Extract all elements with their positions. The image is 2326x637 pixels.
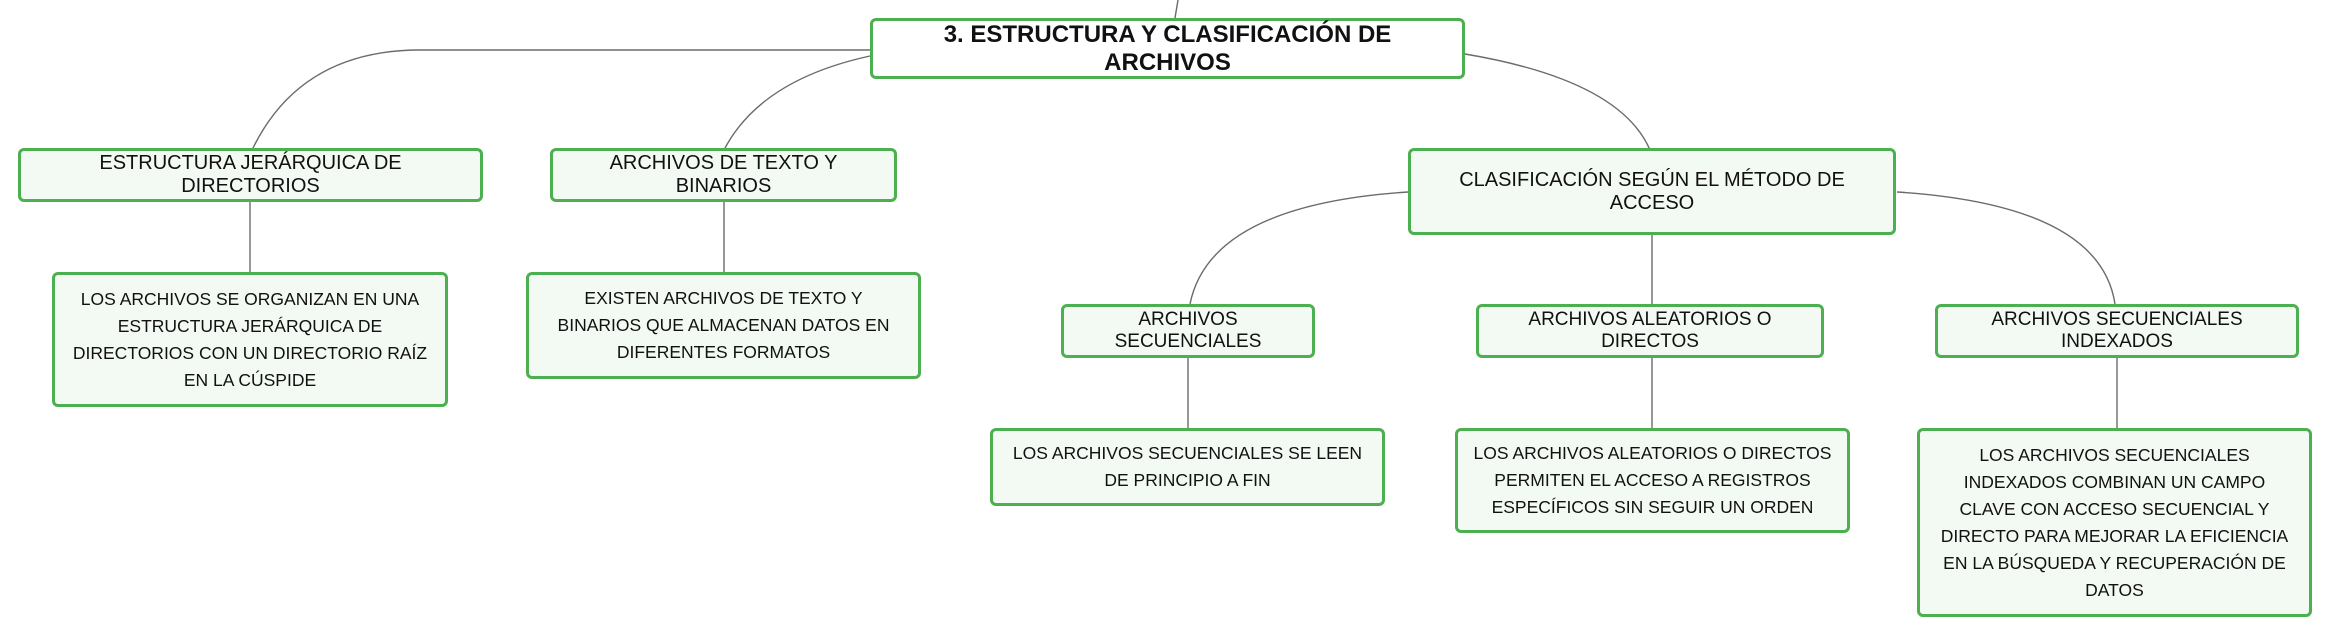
- connector-root-to-directorios: [251, 49, 870, 151]
- topic-label: ARCHIVOS SECUENCIALES: [1114, 309, 1262, 352]
- detail-text: EXISTEN ARCHIVOS DE TEXTO Y BINARIOS QUE…: [557, 288, 890, 362]
- root-topic-label: 3. ESTRUCTURA Y CLASIFICACIÓN DE ARCHIVO…: [943, 20, 1392, 76]
- topic-label: CLASIFICACIÓN SEGÚN EL MÉTODO DE ACCESO: [1459, 168, 1845, 214]
- connector-root-to-texto-binarios: [723, 55, 871, 151]
- topic-archivos-secuenciales-indexados[interactable]: ARCHIVOS SECUENCIALES INDEXADOS: [1935, 304, 2299, 358]
- topic-archivos-texto-binarios[interactable]: ARCHIVOS DE TEXTO Y BINARIOS: [550, 148, 897, 202]
- root-topic-node[interactable]: 3. ESTRUCTURA Y CLASIFICACIÓN DE ARCHIVO…: [870, 18, 1465, 79]
- detail-text: LOS ARCHIVOS ALEATORIOS O DIRECTOS PERMI…: [1473, 443, 1832, 517]
- topic-label: ARCHIVOS DE TEXTO Y BINARIOS: [609, 152, 838, 197]
- connector-root-to-clasificacion: [1464, 53, 1651, 151]
- detail-text: LOS ARCHIVOS SECUENCIALES INDEXADOS COMB…: [1940, 444, 2289, 600]
- topic-label: ARCHIVOS SECUENCIALES INDEXADOS: [1991, 309, 2243, 352]
- detail-archivos-aleatorios-directos[interactable]: LOS ARCHIVOS ALEATORIOS O DIRECTOS PERMI…: [1455, 428, 1850, 533]
- topic-estructura-jerarquica[interactable]: ESTRUCTURA JERÁRQUICA DE DIRECTORIOS: [18, 148, 483, 202]
- detail-archivos-secuenciales[interactable]: LOS ARCHIVOS SECUENCIALES SE LEEN DE PRI…: [990, 428, 1385, 506]
- connector-clasificacion-to-indexados: [1896, 191, 2116, 305]
- connector-clasificacion-to-secuenciales: [1189, 191, 1409, 305]
- topic-archivos-aleatorios-directos[interactable]: ARCHIVOS ALEATORIOS O DIRECTOS: [1476, 304, 1824, 358]
- detail-archivos-secuenciales-indexados[interactable]: LOS ARCHIVOS SECUENCIALES INDEXADOS COMB…: [1917, 428, 2312, 617]
- topic-label: ESTRUCTURA JERÁRQUICA DE DIRECTORIOS: [99, 152, 402, 197]
- topic-clasificacion-metodo-acceso[interactable]: CLASIFICACIÓN SEGÚN EL MÉTODO DE ACCESO: [1408, 148, 1896, 235]
- detail-estructura-jerarquica[interactable]: LOS ARCHIVOS SE ORGANIZAN EN UNA ESTRUCT…: [52, 272, 448, 407]
- connector-root-top: [1174, 0, 1179, 19]
- topic-label: ARCHIVOS ALEATORIOS O DIRECTOS: [1528, 309, 1772, 352]
- detail-text: LOS ARCHIVOS SE ORGANIZAN EN UNA ESTRUCT…: [72, 288, 428, 390]
- topic-archivos-secuenciales[interactable]: ARCHIVOS SECUENCIALES: [1061, 304, 1315, 358]
- detail-text: LOS ARCHIVOS SECUENCIALES SE LEEN DE PRI…: [1012, 443, 1363, 490]
- detail-archivos-texto-binarios[interactable]: EXISTEN ARCHIVOS DE TEXTO Y BINARIOS QUE…: [526, 272, 921, 379]
